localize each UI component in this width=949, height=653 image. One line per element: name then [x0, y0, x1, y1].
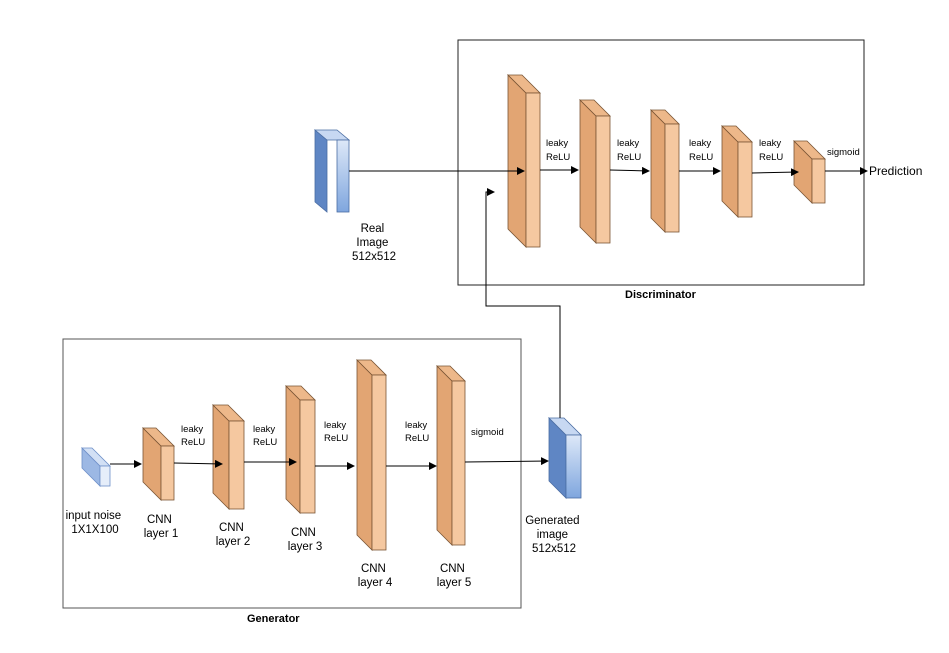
generator-cnn-layer-4 [356, 359, 387, 551]
real-image-label: Real Image 512x512 [352, 223, 396, 263]
cnn-layer-4-label: CNN layer 4 [358, 563, 393, 589]
disc-activation-label-3: leaky ReLU [689, 138, 714, 163]
generator-cnn-layer-2 [212, 404, 245, 510]
generator-cnn-layer-1 [142, 427, 175, 501]
generator-box [62, 338, 522, 609]
input-noise-block [81, 447, 111, 487]
discriminator-layer-5 [793, 140, 826, 204]
disc-sigmoid-label: sigmoid [827, 147, 860, 158]
discriminator-title: Discriminator [625, 289, 697, 301]
generator-cnn-layer-5 [436, 365, 466, 546]
disc-connector-2-3 [609, 166, 650, 175]
generated-image-block [548, 417, 582, 499]
gen-activation-label-2: leaky ReLU [253, 424, 278, 448]
generator-title: Generator [247, 613, 300, 625]
cnn-layer-1-label: CNN layer 1 [144, 514, 179, 540]
real-image-block [313, 129, 351, 213]
input-noise-label: input noise 1X1X100 [66, 510, 125, 536]
prediction-label: Prediction [869, 164, 922, 178]
discriminator-layer-1 [507, 74, 541, 248]
disc-connector-4-5 [751, 168, 799, 177]
cnn-layer-3-label: CNN layer 3 [288, 527, 323, 553]
generated-to-discriminator-arrow [485, 188, 561, 418]
gen-activation-label-4: leaky ReLU [405, 420, 430, 444]
gen-activation-label-1: leaky ReLU [181, 424, 206, 448]
discriminator-layer-4 [721, 125, 753, 218]
disc-activation-label-1: leaky ReLU [546, 138, 571, 163]
disc-activation-label-2: leaky ReLU [617, 138, 642, 163]
generated-image-label: Generated image 512x512 [525, 515, 583, 555]
gen-sigmoid-label: sigmoid [471, 427, 504, 438]
discriminator-layer-3 [650, 109, 680, 233]
cnn-layer-2-label: CNN layer 2 [216, 522, 251, 548]
discriminator-box [457, 39, 865, 286]
gen-connector-1-2 [173, 459, 223, 468]
generator-cnn-layer-3 [285, 385, 316, 514]
gen-output-arrow [464, 457, 549, 466]
disc-activation-label-4: leaky ReLU [759, 138, 784, 163]
cnn-layer-5-label: CNN layer 5 [437, 563, 472, 589]
gen-activation-label-3: leaky ReLU [324, 420, 349, 444]
discriminator-layer-2 [579, 99, 611, 244]
